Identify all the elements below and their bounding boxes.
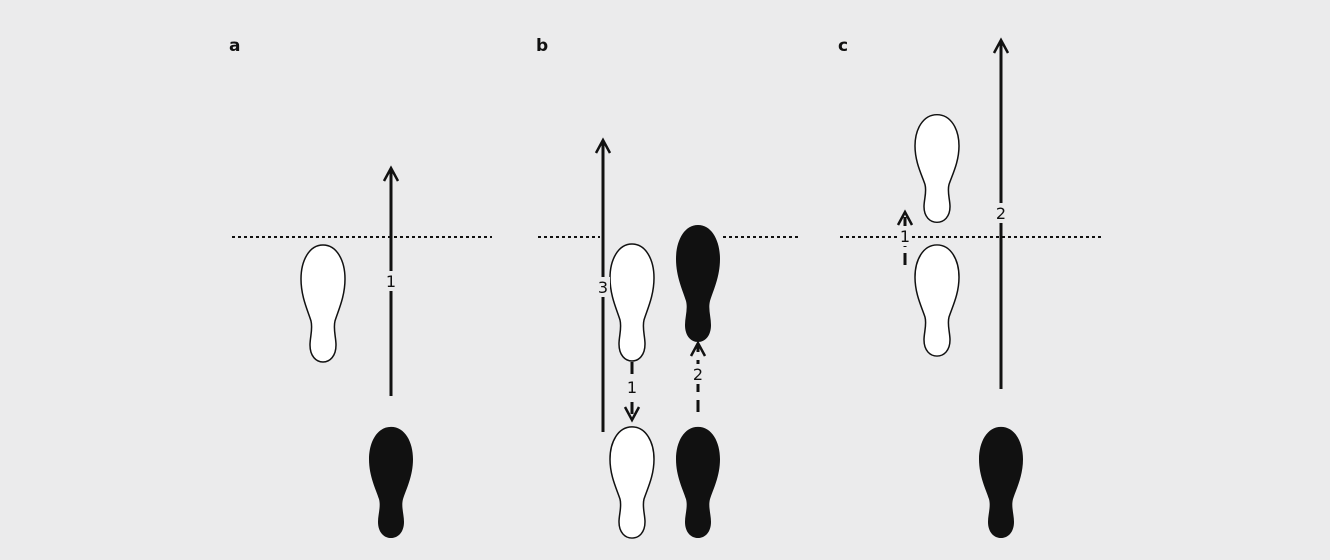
panel-a-letter: a: [229, 36, 240, 56]
panel-b-arrow-2: [689, 340, 707, 412]
panel-b-white-footprint-back: [609, 426, 655, 539]
panel-c-white-footprint-back: [914, 244, 960, 357]
panel-a-black-footprint: [369, 426, 413, 539]
panel-b-letter: b: [536, 36, 548, 56]
panel-c: c 1 2: [838, 36, 1102, 539]
panel-b-step-1-label: 1: [627, 378, 637, 397]
panel-b-white-footprint-forward: [609, 243, 655, 362]
panel-b-step-3-label: 3: [598, 278, 608, 297]
panel-a-step-1-label: 1: [386, 272, 396, 291]
panel-b-step-2-label: 2: [693, 365, 703, 384]
panel-b-black-footprint-forward: [676, 225, 720, 342]
panel-c-white-footprint-forward: [914, 113, 960, 224]
panel-c-letter: c: [838, 36, 848, 56]
panel-a-white-footprint: [300, 244, 346, 363]
panel-b-black-footprint-back: [676, 426, 720, 539]
panel-c-step-2-label: 2: [996, 204, 1006, 223]
panel-b: b 3 1 2: [536, 36, 798, 539]
panel-c-black-footprint: [979, 426, 1023, 539]
panel-a: a 1: [229, 36, 492, 539]
panel-c-step-1-label: 1: [900, 227, 910, 246]
